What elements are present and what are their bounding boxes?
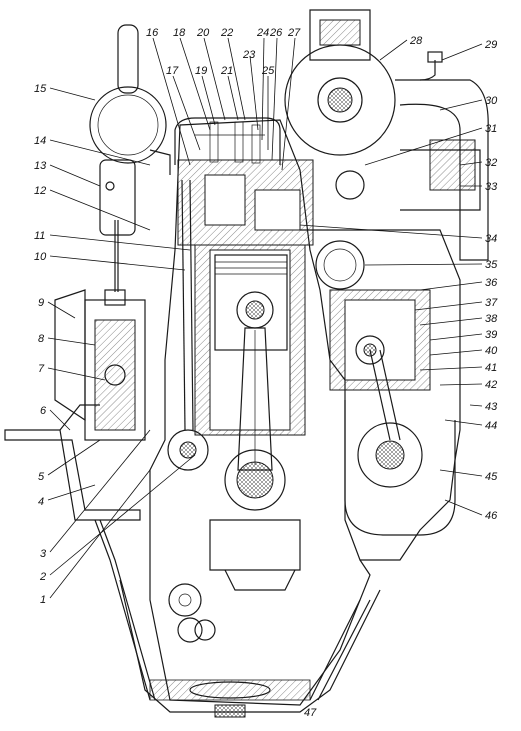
breather-pipe [419, 51, 443, 81]
callout-36: 36 [485, 277, 498, 289]
callouts: 1 2 3 4 5 6 7 8 9 10 11 12 13 14 15 16 [34, 27, 498, 719]
oil-sump [119, 579, 381, 718]
callout-16: 16 [146, 27, 159, 39]
callout-26: 26 [269, 27, 283, 39]
exhaust-manifold [315, 170, 365, 290]
camshaft [167, 429, 209, 471]
fuel-injection-pump [54, 220, 146, 441]
callout-27: 27 [287, 27, 301, 39]
callout-15: 15 [34, 83, 47, 95]
callout-23: 23 [242, 49, 256, 61]
callout-1: 1 [40, 594, 46, 606]
air-cleaner [89, 24, 171, 175]
callout-46: 46 [485, 510, 498, 522]
callout-25: 25 [261, 65, 275, 77]
callout-9: 9 [38, 297, 44, 309]
callout-17: 17 [166, 65, 179, 77]
callout-39: 39 [485, 329, 497, 341]
callout-32: 32 [485, 157, 497, 169]
dipstick-tube [94, 519, 156, 701]
callout-42: 42 [485, 379, 497, 391]
callout-43: 43 [485, 401, 498, 413]
callout-40: 40 [485, 345, 498, 357]
callout-14: 14 [34, 135, 46, 147]
callout-41: 41 [485, 362, 497, 374]
turbocharger [284, 9, 489, 261]
oil-filler-tube [309, 599, 371, 701]
callout-20: 20 [196, 27, 210, 39]
intake-manifold [400, 139, 481, 211]
callout-35: 35 [485, 259, 498, 271]
callout-44: 44 [485, 420, 497, 432]
callout-29: 29 [484, 39, 497, 51]
oil-pump [168, 583, 216, 643]
callout-4: 4 [38, 496, 44, 508]
callout-10: 10 [34, 251, 47, 263]
callout-34: 34 [485, 233, 497, 245]
callout-6: 6 [40, 405, 47, 417]
callout-11: 11 [34, 230, 45, 242]
callout-47: 47 [304, 707, 317, 719]
callout-5: 5 [38, 471, 45, 483]
valve-cover [174, 117, 281, 165]
callout-31: 31 [485, 123, 497, 135]
callout-33: 33 [485, 181, 498, 193]
callout-3: 3 [40, 548, 47, 560]
callout-37: 37 [485, 297, 498, 309]
callout-13: 13 [34, 160, 47, 172]
callout-19: 19 [195, 65, 207, 77]
callout-21: 21 [220, 65, 233, 77]
balancer-housing [344, 400, 456, 536]
callout-18: 18 [173, 27, 186, 39]
callout-22: 22 [220, 27, 233, 39]
callout-28: 28 [409, 35, 423, 47]
fuel-filter [99, 159, 136, 236]
callout-38: 38 [485, 313, 498, 325]
callout-8: 8 [38, 333, 45, 345]
air-compressor [329, 289, 431, 441]
cylinder-head [177, 159, 314, 246]
callout-7: 7 [38, 363, 45, 375]
engine-mount-bracket [4, 404, 141, 521]
connecting-rod [237, 327, 273, 471]
callout-2: 2 [39, 571, 46, 583]
crankshaft [209, 449, 301, 591]
callout-30: 30 [485, 95, 498, 107]
callout-45: 45 [485, 471, 498, 483]
callout-12: 12 [34, 185, 46, 197]
callout-24: 24 [256, 27, 269, 39]
piston [214, 254, 288, 351]
